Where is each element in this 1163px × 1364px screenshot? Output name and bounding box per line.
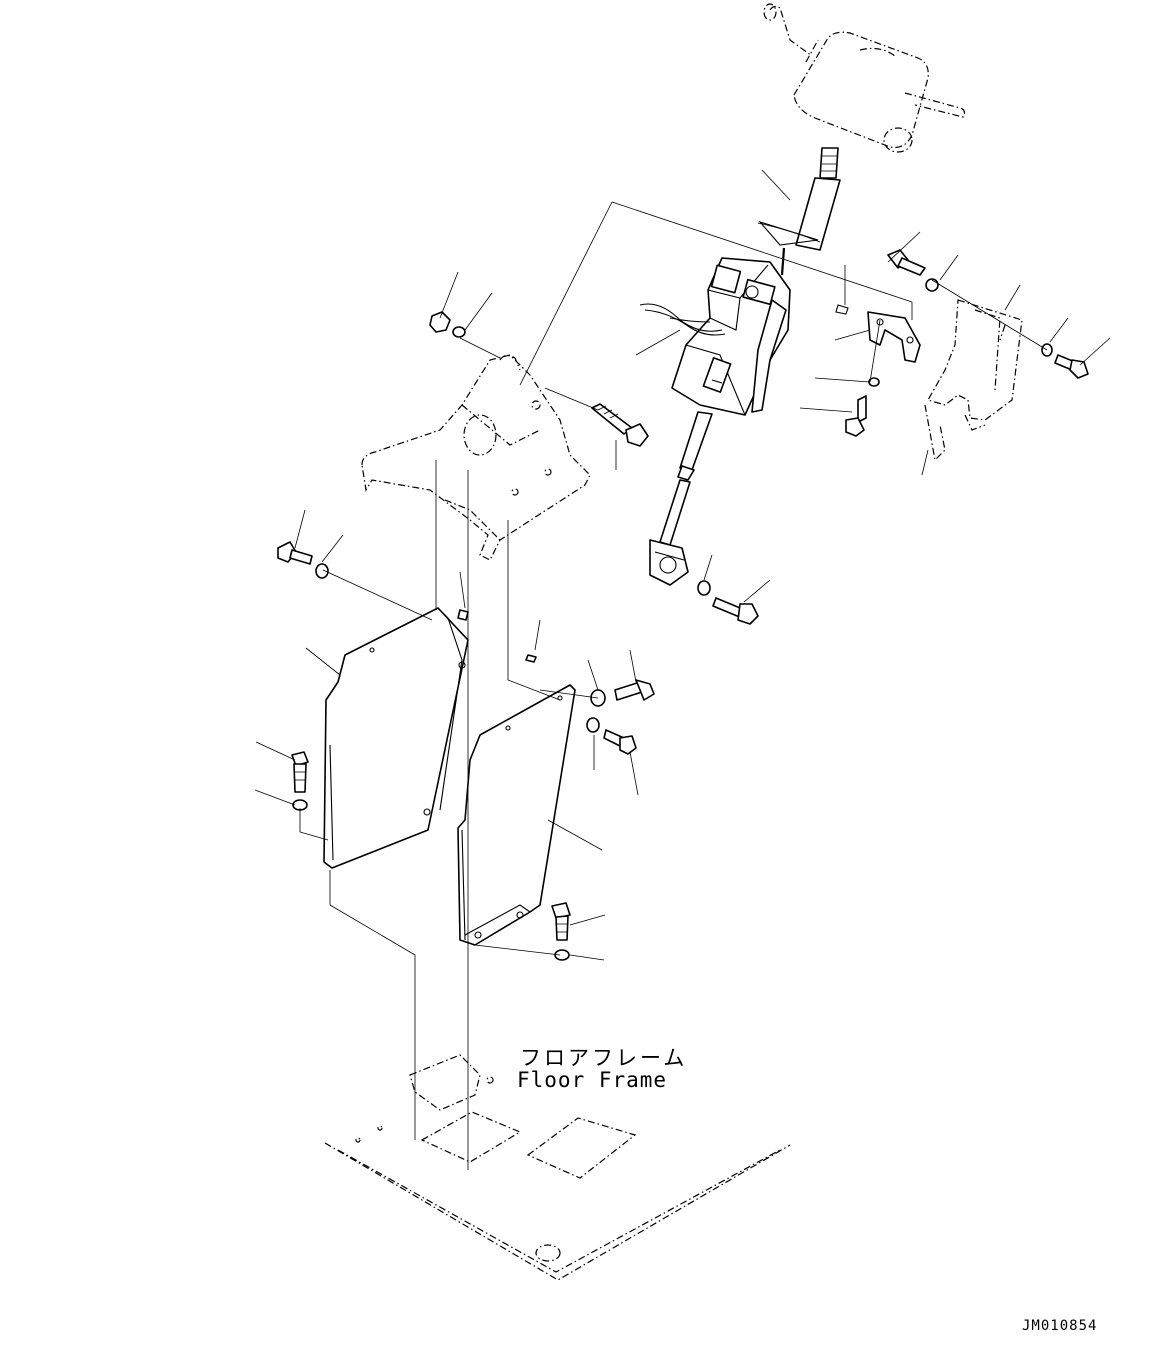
- steering-column-shaft: [757, 147, 841, 276]
- floor-frame: [324, 1054, 791, 1281]
- column-body: [639, 257, 791, 416]
- floor-frame-label-jp: フロアフレーム: [520, 1046, 688, 1070]
- fasteners: [277, 249, 1089, 961]
- column-mount-bracket: [361, 354, 591, 561]
- right-cover-bracket: [924, 299, 1023, 462]
- left-side-cover: [323, 607, 469, 869]
- lower-shaft: [649, 411, 713, 586]
- nut-icon: [429, 311, 451, 333]
- drawing-number: JM010854: [1022, 1318, 1098, 1334]
- assembly-lines: [254, 169, 1111, 1170]
- switch-bracket: [835, 304, 921, 363]
- steering-wheel-cover: [763, 3, 966, 153]
- floor-frame-label-en: Floor Frame: [517, 1068, 668, 1092]
